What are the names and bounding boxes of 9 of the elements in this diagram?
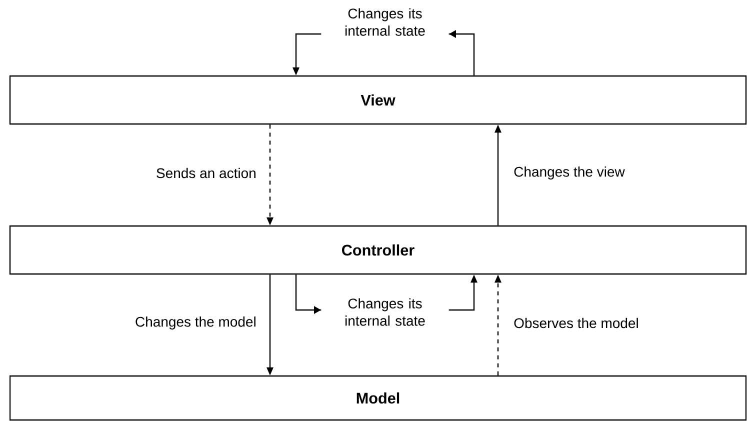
edge-label: Observes the model (514, 318, 638, 328)
edge-label: Sends an action (156, 168, 256, 178)
edge-label: Changes its internal state (321, 6, 449, 38)
edge-label: Changes the model (136, 316, 256, 330)
edge-label: Changes its internal state (321, 296, 449, 328)
layer-box: Model (9, 375, 747, 421)
layer-box: Controller (9, 225, 747, 275)
edge-label: Changes the view (514, 166, 625, 180)
layer-box: View (9, 75, 747, 125)
